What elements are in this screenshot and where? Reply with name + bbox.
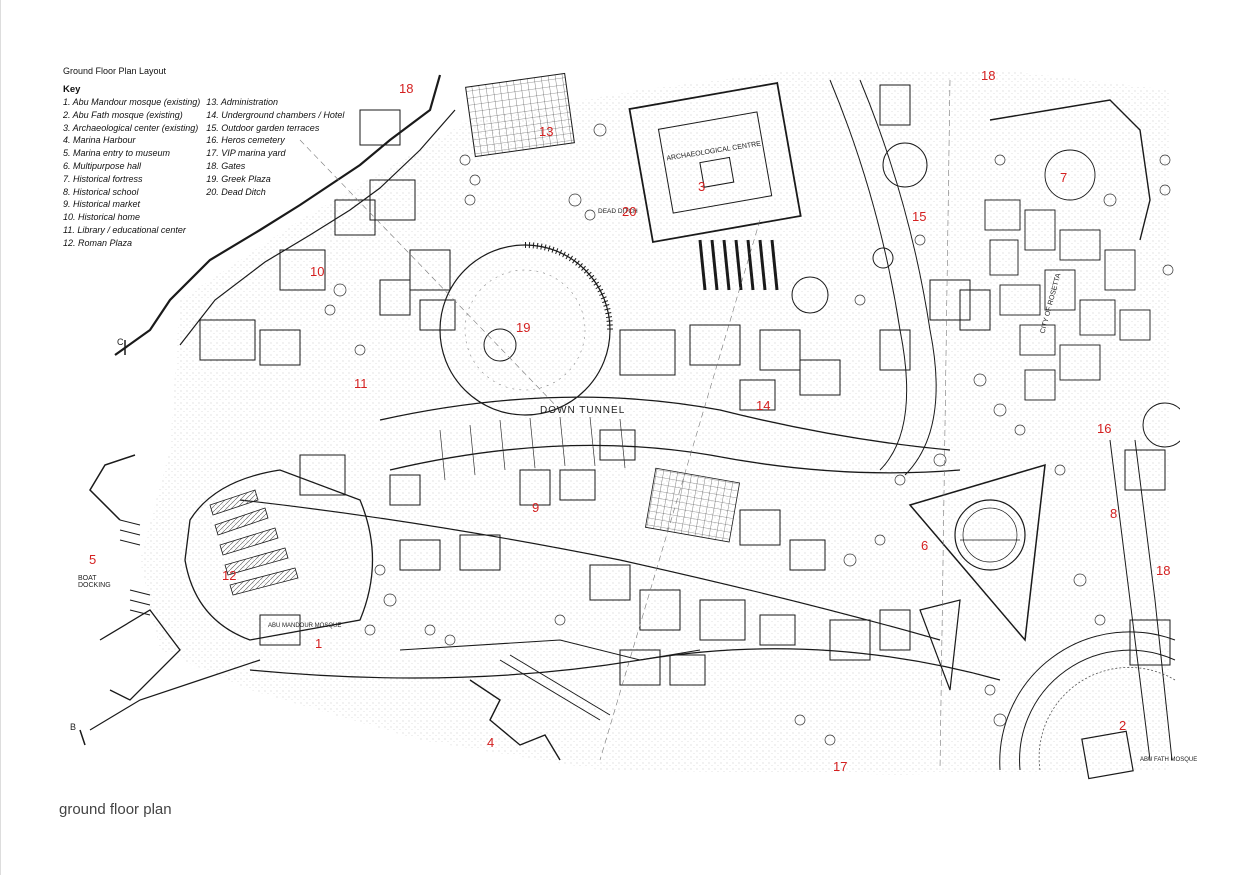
legend-item: 14. Underground chambers / Hotel [206,109,345,120]
plan-label-2: 2 [1119,718,1127,733]
legend-item: 7. Historical fortress [63,173,143,184]
legend-item: 2. Abu Fath mosque (existing) [63,109,183,120]
legend-item: 4. Marina Harbour [63,135,136,146]
legend-item: 6. Multipurpose hall [63,160,142,171]
legend-item: 16. Heros cemetery [206,135,285,146]
plan-label-11: 11 [354,376,368,391]
section-marker-c: C [117,337,124,347]
plan-label-13: 13 [539,124,554,139]
site-plan-drawing [79,70,1180,780]
drawing-caption: ground floor plan [59,801,172,818]
legend-item: 11. Library / educational center [63,224,186,235]
plan-label-9: 9 [532,500,540,515]
plan-label-18-top-left: 18 [399,81,414,96]
plan-label-10: 10 [310,264,325,279]
legend-item: 15. Outdoor garden terraces [206,122,320,133]
abu-mandour-label: ABU MANDOUR MOSQUE [268,623,342,629]
plan-legend: Ground Floor Plan Layout Key 1. Abu Mand… [63,66,363,250]
legend-column-2: 13. Administration 14. Underground chamb… [206,96,344,250]
plan-label-7: 7 [1060,170,1068,185]
legend-column-1: 1. Abu Mandour mosque (existing) 2. Abu … [63,96,200,250]
plan-label-20: 20 [622,204,637,219]
legend-item: 10. Historical home [63,212,141,223]
dead-ditch-label: DEAD DITCH [598,208,638,215]
plan-label-12: 12 [222,568,237,583]
plan-label-14: 14 [756,398,771,413]
legend-item: 1. Abu Mandour mosque (existing) [63,97,201,107]
plan-label-1: 1 [315,636,323,651]
plan-label-18-top-right: 18 [981,68,996,83]
legend-item: 13. Administration [206,97,278,107]
abu-fath-label: ABU FATH MOSQUE [1140,757,1198,763]
plan-label-15: 15 [912,209,927,224]
section-marker-b: B [70,722,77,732]
legend-item: 8. Historical school [63,186,139,197]
tunnel-label: DOWN TUNNEL [540,405,626,416]
legend-item: 20. Dead Ditch [206,186,266,197]
legend-item: 3. Archaeological center (existing) [63,122,199,133]
plan-label-5: 5 [89,552,97,567]
plan-label-17: 17 [833,759,848,774]
plan-label-16: 16 [1097,421,1112,436]
plan-label-4: 4 [487,735,495,750]
legend-item: 12. Roman Plaza [63,237,133,248]
boat-docking-label: BOAT DOCKING [78,575,111,589]
legend-item: 5. Marina entry to museum [63,148,171,159]
plan-label-8: 8 [1110,506,1118,521]
legend-item: 9. Historical market [63,199,141,210]
plan-label-3: 3 [698,179,706,194]
legend-key-heading: Key [63,84,81,95]
plan-label-18-right: 18 [1156,563,1171,578]
legend-item: 18. Gates [206,160,246,171]
legend-title: Ground Floor Plan Layout [63,66,167,76]
page-edge-divider [0,0,1,875]
legend-item: 19. Greek Plaza [206,173,271,184]
plan-label-6: 6 [921,538,929,553]
plan-label-19: 19 [516,320,531,335]
legend-item: 17. VIP marina yard [206,148,286,159]
